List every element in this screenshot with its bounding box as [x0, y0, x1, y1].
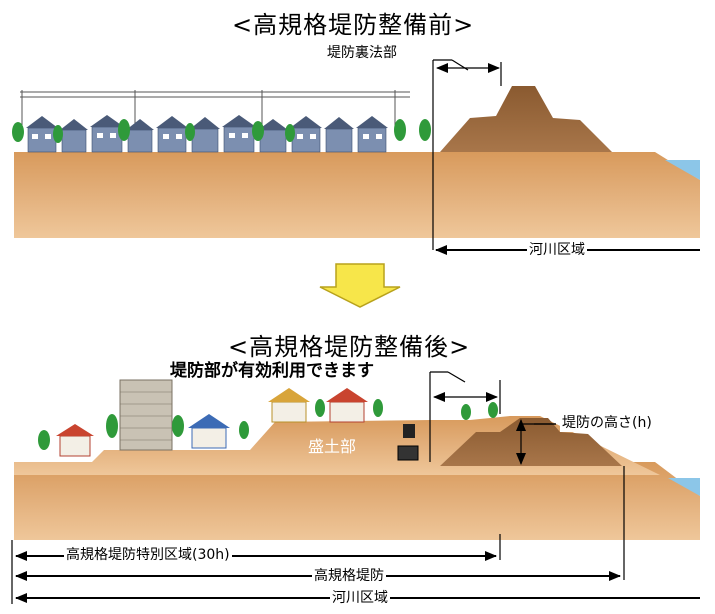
river-area-label-after: 河川区域 — [330, 589, 390, 607]
transition-arrow — [319, 263, 401, 308]
height-label: 堤防の高さ(h) — [560, 414, 654, 432]
back-slope-label: 堤防裏法部 — [325, 44, 399, 62]
river-water-before — [665, 160, 700, 180]
buildings-after — [56, 379, 419, 461]
title-before: <高規格堤防整備前> — [232, 11, 475, 39]
ground-before — [14, 152, 700, 238]
river-area-label-before: 河川区域 — [527, 241, 587, 259]
levee-before — [440, 86, 612, 152]
zone-verticals — [11, 466, 625, 604]
houses-row-before — [26, 115, 388, 153]
trees-before — [12, 119, 431, 143]
fill-label: 盛土部 — [308, 437, 357, 456]
levee-label: 高規格堤防 — [312, 567, 386, 585]
special-zone-label: 高規格堤防特別区域(30h) — [64, 546, 232, 564]
after-panel — [11, 371, 700, 604]
usable-label: 堤防部が有効利用できます — [170, 361, 374, 381]
usable-bracket — [429, 371, 501, 462]
ground-after — [14, 462, 700, 540]
before-panel — [12, 59, 700, 255]
levee-after — [440, 418, 622, 466]
title-after: <高規格堤防整備後> — [228, 333, 471, 361]
power-lines — [20, 90, 410, 130]
river-water-after — [668, 478, 700, 496]
trees-after — [38, 399, 498, 450]
